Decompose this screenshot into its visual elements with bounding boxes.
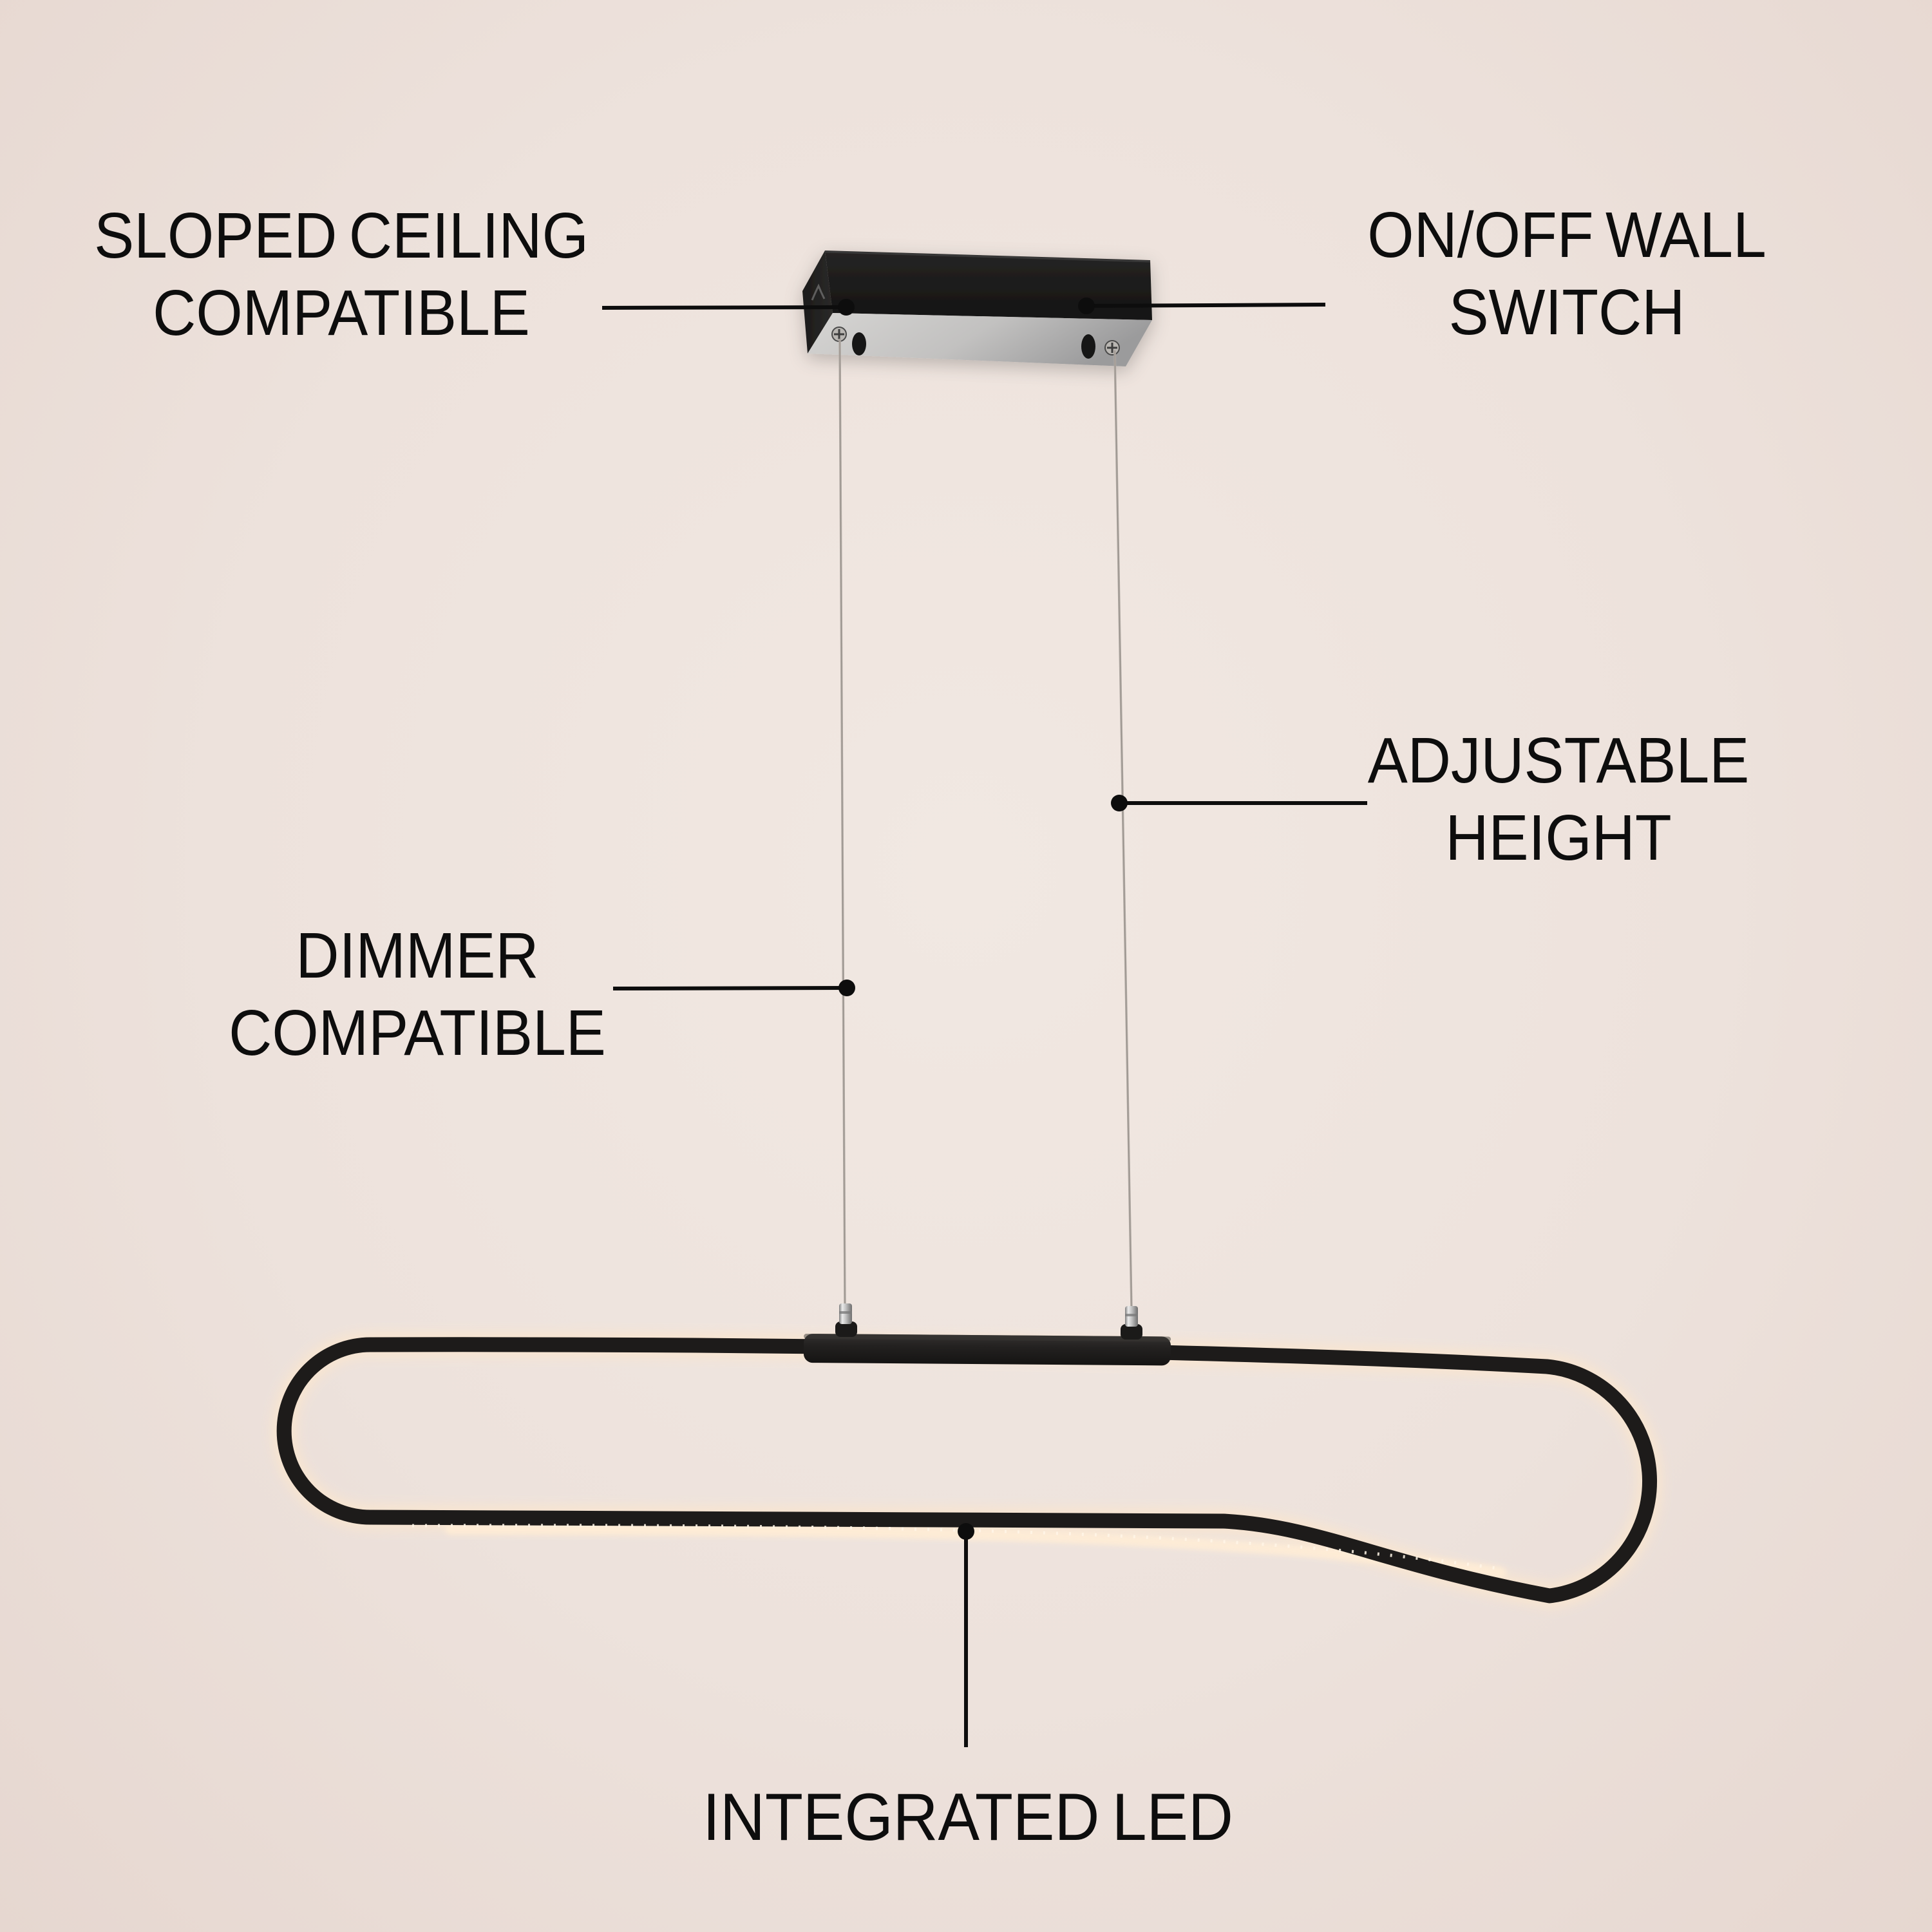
cable-connector-left	[835, 1303, 857, 1337]
label-integrated-led-line1: INTEGRATED LED	[703, 1780, 1233, 1855]
canopy-gland-right-icon	[1081, 334, 1095, 359]
label-sloped-ceiling-line2: COMPATIBLE	[153, 277, 530, 349]
label-adjustable-line2: HEIGHT	[1445, 802, 1672, 874]
canopy-logo-mark	[811, 283, 826, 301]
ceiling-canopy	[802, 251, 1152, 366]
label-sloped-ceiling-line1: SLOPED CEILING	[94, 200, 589, 272]
canopy-left-face	[802, 251, 833, 354]
driver-sleeve	[803, 1334, 1171, 1366]
canopy-underside	[808, 313, 1152, 366]
label-dimmer-line1: DIMMER	[296, 920, 539, 992]
cable-connector-right	[1121, 1306, 1142, 1340]
callout-line-sloped-ceiling	[601, 305, 847, 310]
callout-line-wall-switch	[1086, 303, 1326, 308]
label-wall-switch-line1: ON/OFF WALL	[1367, 199, 1766, 271]
label-dimmer-compatible: DIMMER COMPATIBLE	[229, 917, 606, 1072]
callout-dot-sloped-ceiling	[838, 299, 855, 316]
callout-dot-adjustable-height	[1111, 795, 1128, 811]
callout-dots	[838, 298, 1128, 1540]
callout-dot-integrated-led	[958, 1523, 974, 1540]
canopy-front-face	[825, 251, 1152, 320]
suspension-cables	[838, 338, 1133, 1309]
canopy-gland-left-icon	[852, 332, 866, 355]
label-adjustable-line1: ADJUSTABLE	[1367, 724, 1750, 797]
callout-dot-dimmer	[838, 980, 855, 996]
light-loop-tube	[276, 1337, 1658, 1604]
callout-line-dimmer	[612, 986, 848, 990]
callout-lines	[601, 303, 1367, 1747]
label-adjustable-height: ADJUSTABLE HEIGHT	[1368, 722, 1750, 876]
label-integrated-led: INTEGRATED LED	[703, 1779, 1233, 1856]
label-wall-switch-line2: SWITCH	[1448, 276, 1685, 348]
label-on-off-wall-switch: ON/OFF WALL SWITCH	[1367, 196, 1766, 351]
label-dimmer-line2: COMPATIBLE	[229, 997, 606, 1069]
callout-dot-wall-switch	[1078, 298, 1095, 314]
label-sloped-ceiling-compatible: SLOPED CEILING COMPATIBLE	[94, 197, 589, 352]
